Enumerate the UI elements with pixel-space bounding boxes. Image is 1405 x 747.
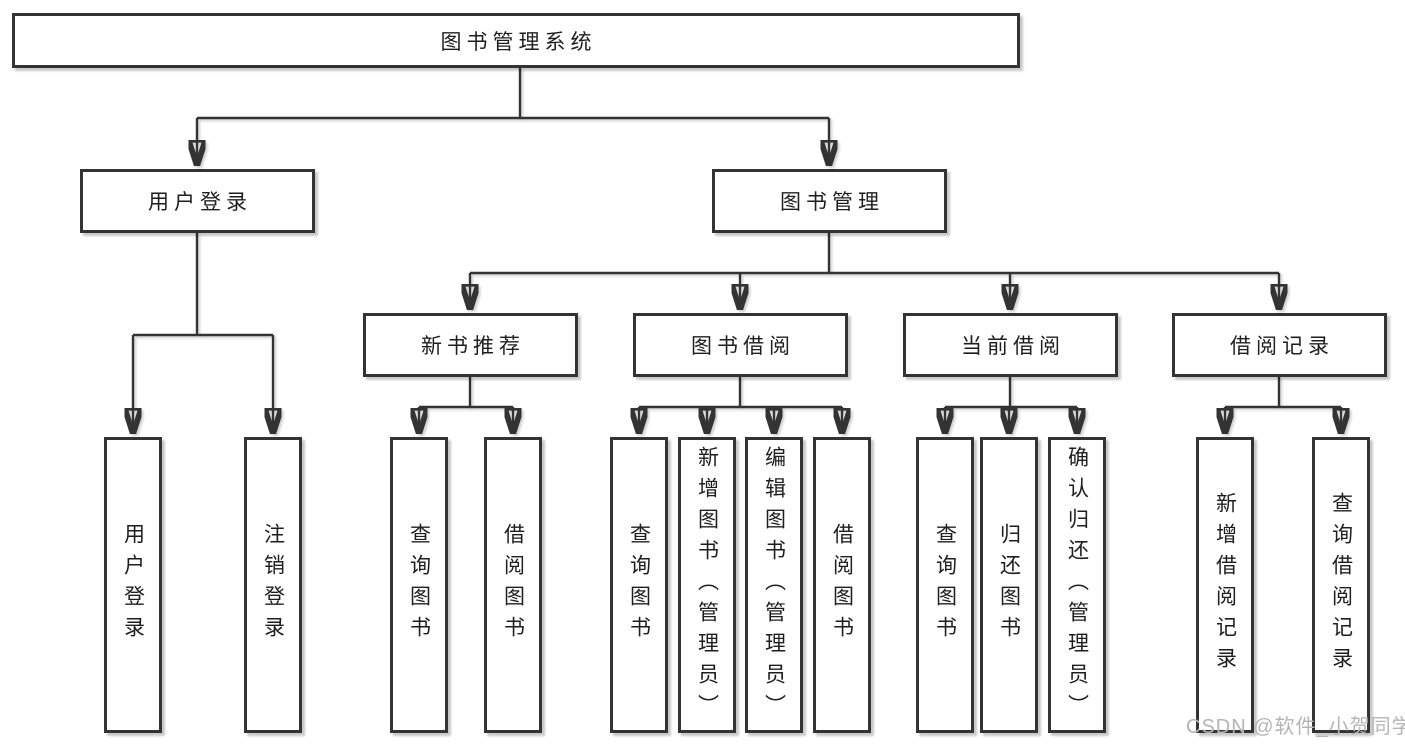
leaf-query-books-borrowing: 查询图书 xyxy=(610,437,668,733)
leaf-logout: 注销登录 xyxy=(244,437,302,733)
leaf-add-book-admin-label: 新增图书（管理员） xyxy=(695,445,719,725)
leaf-confirm-return-admin: 确认归还（管理员） xyxy=(1048,437,1106,733)
leaf-edit-book-admin-label: 编辑图书（管理员） xyxy=(762,445,786,725)
leaf-edit-book-admin: 编辑图书（管理员） xyxy=(745,437,803,733)
node-book-borrowing-label: 图书借阅 xyxy=(691,335,795,358)
node-book-management-label: 图书管理 xyxy=(780,191,884,214)
leaf-query-books-recommend-label: 查询图书 xyxy=(407,523,431,647)
node-borrowing-records-label: 借阅记录 xyxy=(1230,335,1334,358)
node-current-borrowing: 当前借阅 xyxy=(903,313,1118,377)
node-user-login-label: 用户登录 xyxy=(148,191,252,214)
leaf-borrow-books-borrowing-label: 借阅图书 xyxy=(830,523,854,647)
leaf-query-books-current: 查询图书 xyxy=(916,437,974,733)
leaf-borrow-books-recommend-label: 借阅图书 xyxy=(501,523,525,647)
node-borrowing-records: 借阅记录 xyxy=(1172,313,1387,377)
node-book-borrowing: 图书借阅 xyxy=(633,313,848,377)
node-book-management: 图书管理 xyxy=(712,169,947,233)
leaf-logout-label: 注销登录 xyxy=(261,523,285,647)
node-root-label: 图书管理系统 xyxy=(440,30,597,54)
leaf-borrow-books-recommend: 借阅图书 xyxy=(484,437,542,733)
node-root: 图书管理系统 xyxy=(12,13,1020,68)
leaf-query-books-borrowing-label: 查询图书 xyxy=(627,523,651,647)
leaf-borrow-books-borrowing: 借阅图书 xyxy=(813,437,871,733)
leaf-return-books: 归还图书 xyxy=(980,437,1038,733)
leaf-query-borrow-record-label: 查询借阅记录 xyxy=(1329,492,1353,678)
watermark: CSDN @软件_小贺同学 xyxy=(1186,716,1405,738)
leaf-return-books-label: 归还图书 xyxy=(997,523,1021,647)
leaf-query-books-current-label: 查询图书 xyxy=(933,523,957,647)
leaf-user-login: 用户登录 xyxy=(104,437,162,733)
node-new-book-recommendation: 新书推荐 xyxy=(363,313,578,377)
node-current-borrowing-label: 当前借阅 xyxy=(961,335,1065,358)
leaf-query-books-recommend: 查询图书 xyxy=(390,437,448,733)
node-user-login: 用户登录 xyxy=(80,169,315,233)
node-new-book-recommendation-label: 新书推荐 xyxy=(421,335,525,358)
leaf-user-login-label: 用户登录 xyxy=(121,523,145,647)
leaf-add-borrow-record: 新增借阅记录 xyxy=(1196,437,1254,733)
leaf-add-book-admin: 新增图书（管理员） xyxy=(678,437,736,733)
leaf-add-borrow-record-label: 新增借阅记录 xyxy=(1213,492,1237,678)
leaf-confirm-return-admin-label: 确认归还（管理员） xyxy=(1065,445,1089,725)
leaf-query-borrow-record: 查询借阅记录 xyxy=(1312,437,1370,733)
